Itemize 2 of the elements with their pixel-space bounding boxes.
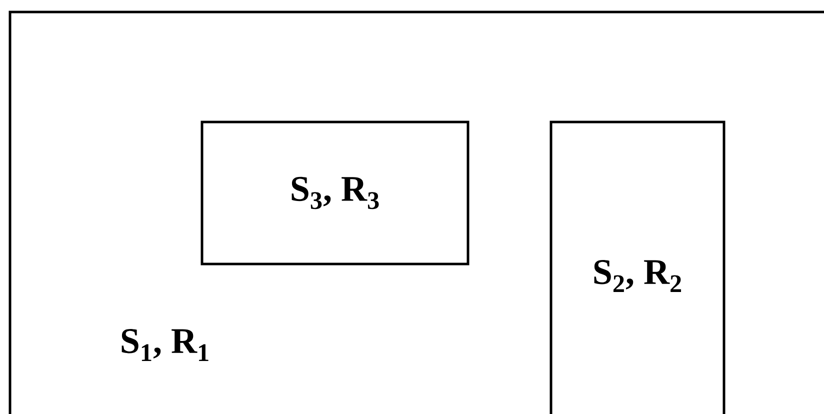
region-box: S$_{3}$, R$_{3}$ [200, 120, 470, 266]
region-box: S$_{2}$, R$_{2}$ [550, 120, 726, 414]
